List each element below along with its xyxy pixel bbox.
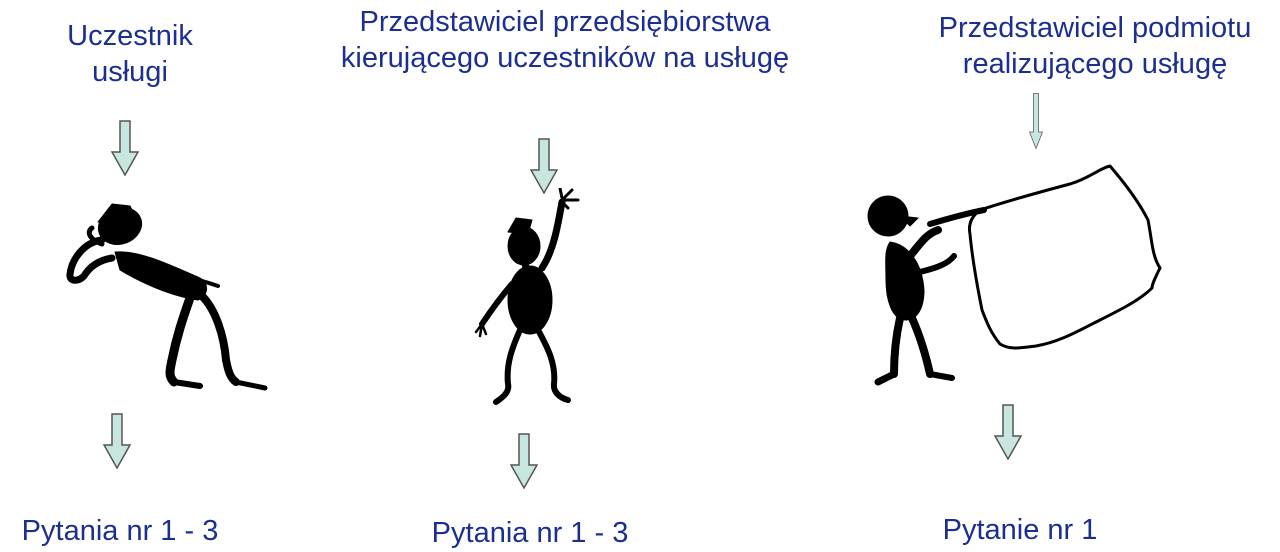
arrow-down-icon — [530, 138, 558, 194]
person-waving-icon — [474, 188, 580, 405]
question-text: Pytania nr 1 - 3 — [431, 517, 629, 549]
question-label-company-representative: Pytania nr 1 - 3 — [405, 515, 655, 551]
role-label-line: usługi — [92, 56, 168, 88]
role-label-provider-representative: Przedstawiciel podmiotu realizującego us… — [900, 10, 1280, 82]
person-pulling-icon — [66, 203, 268, 391]
arrow-down-icon — [111, 120, 139, 176]
role-label-line: kierującego uczestników na usługę — [340, 42, 790, 74]
role-label-line: Uczestnik — [67, 20, 193, 52]
person-holding-board-icon — [867, 164, 1162, 386]
role-label-line: Przedstawiciel podmiotu — [938, 12, 1252, 44]
question-text: Pytanie nr 1 — [942, 514, 1098, 546]
arrow-down-icon — [994, 404, 1022, 460]
arrow-down-icon — [1028, 93, 1044, 149]
arrow-down-icon — [510, 433, 538, 489]
role-label-participant: Uczestnik usługi — [30, 18, 230, 90]
question-text: Pytania nr 1 - 3 — [21, 515, 219, 547]
role-label-line: Przedstawiciel przedsiębiorstwa — [359, 6, 771, 38]
role-label-company-representative: Przedstawiciel przedsiębiorstwa kierując… — [300, 4, 830, 76]
arrow-down-icon — [103, 413, 131, 469]
question-label-provider-representative: Pytanie nr 1 — [920, 512, 1120, 548]
role-label-line: realizującego usługę — [962, 48, 1228, 80]
question-label-participant: Pytania nr 1 - 3 — [0, 513, 245, 549]
